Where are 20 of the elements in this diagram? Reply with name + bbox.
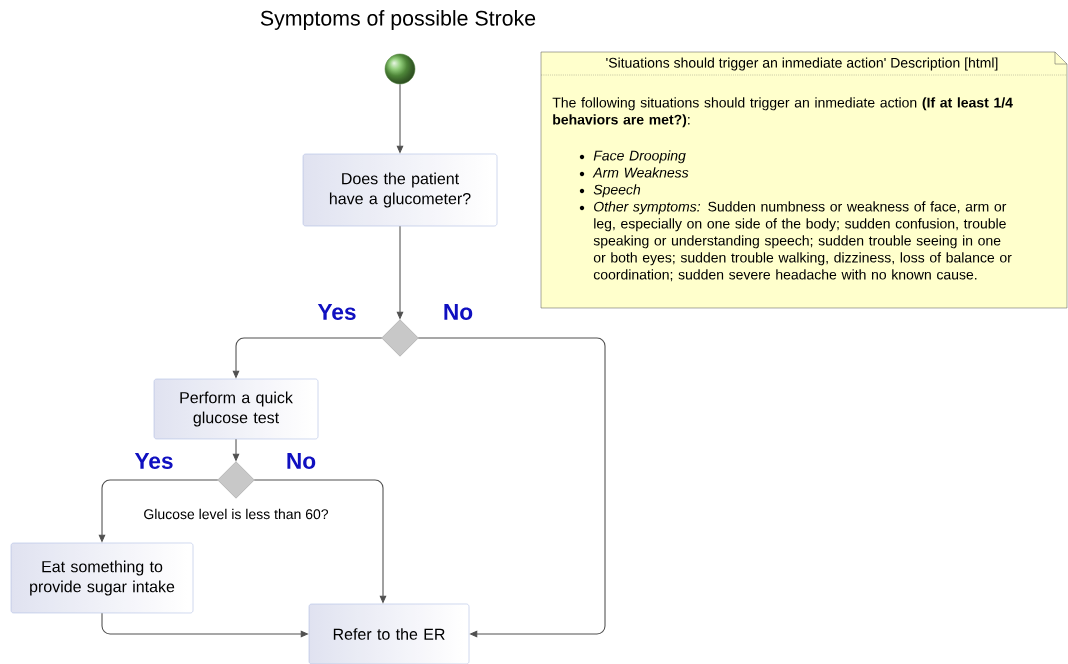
note-box bbox=[540, 51, 1068, 309]
note-header: 'Situations should trigger an inmediate action' Description [html] bbox=[606, 57, 998, 71]
note-text: The following situations should trigger an inmediate action (If at least 1/4 behaviors are met?): bbox=[552, 97, 1013, 128]
arrow bbox=[417, 337, 606, 638]
decision-diamond bbox=[381, 319, 419, 357]
list-item: Arm Weakness bbox=[592, 167, 689, 178]
list-item: Speech bbox=[593, 184, 641, 198]
decision-label: Glucose level is less than 60? bbox=[144, 508, 329, 520]
edge-label: Yes bbox=[133, 451, 175, 471]
title: Symptoms of possible Stroke bbox=[260, 10, 536, 30]
list-item: Face Drooping bbox=[593, 150, 686, 164]
process-box: Perform a quick glucose test bbox=[153, 378, 319, 440]
list-item: Other symptoms: Sudden numbness or weakness of face, arm or leg, especially on one side of the body; sudden confusion, trouble speaking or understanding speech; sudden trouble seeing in one or both eyes; sudden trouble walking, dizziness, loss of balance or coordination; sudden severe headache with no known cause. bbox=[593, 201, 1012, 282]
edge-label: No bbox=[284, 451, 318, 471]
process-box: Eat something to provide sugar intake bbox=[10, 542, 194, 614]
start-circle bbox=[384, 53, 416, 85]
edge-label: No bbox=[441, 302, 475, 322]
process-box: Refer to the ER bbox=[308, 603, 470, 664]
edge-label: Yes bbox=[316, 302, 358, 322]
process-box: Does the patient have a glucometer? bbox=[302, 153, 498, 227]
